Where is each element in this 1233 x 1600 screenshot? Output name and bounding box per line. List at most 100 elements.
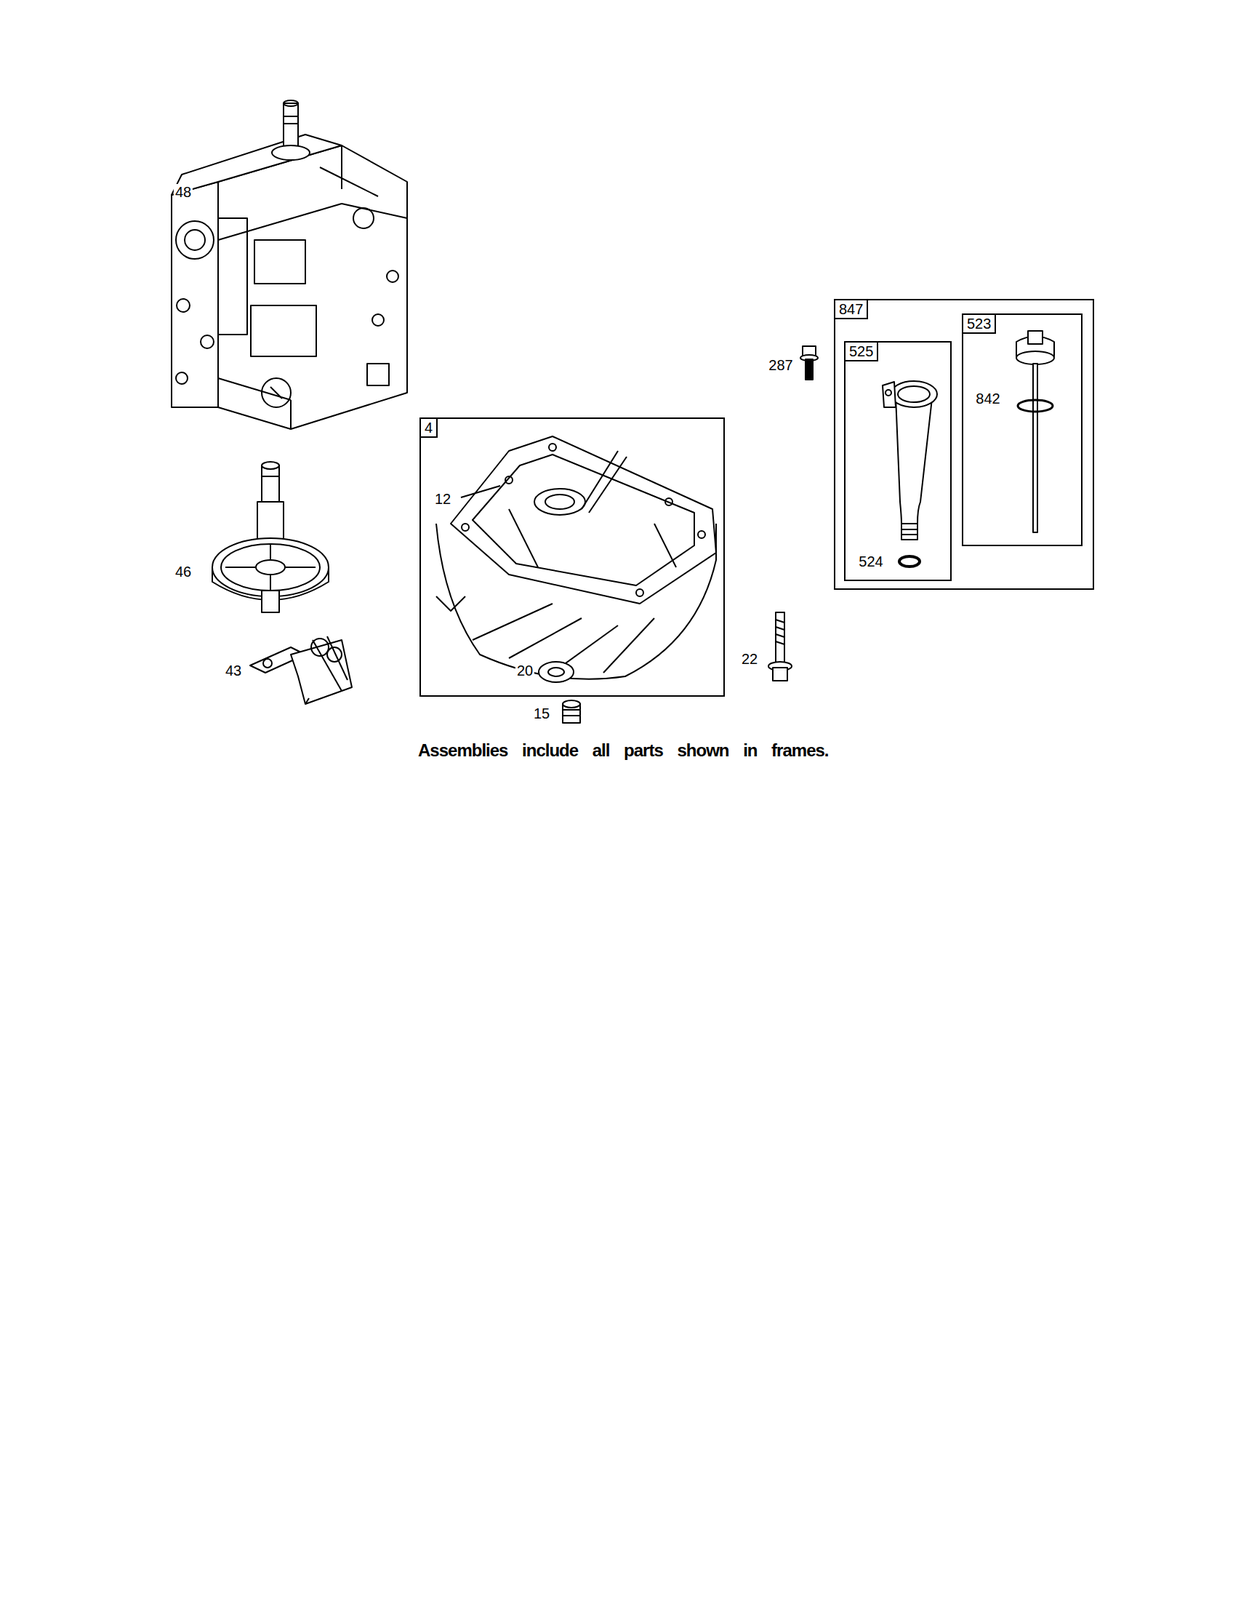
line-art xyxy=(882,381,896,408)
line-art xyxy=(885,389,892,396)
line-art xyxy=(581,450,618,509)
line-art xyxy=(897,386,930,403)
line-art xyxy=(654,523,677,568)
line-art xyxy=(775,612,785,665)
line-art xyxy=(176,298,190,312)
line-art xyxy=(1033,363,1038,533)
assembly-frame: 4 xyxy=(419,417,725,697)
line-art xyxy=(472,603,553,640)
callout-number: 20 xyxy=(515,662,535,679)
line-art xyxy=(283,115,299,118)
callout-number: 842 xyxy=(974,390,1002,407)
line-art xyxy=(212,537,329,597)
line-art xyxy=(461,523,469,531)
line-art xyxy=(175,221,214,259)
line-art xyxy=(775,619,785,623)
line-art xyxy=(505,476,513,484)
line-art xyxy=(341,203,408,219)
dipstick-tube xyxy=(882,380,938,540)
line-art xyxy=(312,639,342,691)
line-art xyxy=(271,145,310,160)
line-art xyxy=(775,641,785,645)
line-art xyxy=(1027,330,1043,344)
line-art xyxy=(171,100,1055,723)
line-art xyxy=(171,181,219,408)
line-art xyxy=(562,714,581,717)
line-art xyxy=(636,588,644,597)
callout-number: 48 xyxy=(173,183,193,200)
assembly-frame: 525 xyxy=(844,340,952,581)
callout-number: 46 xyxy=(173,563,193,580)
line-art xyxy=(269,574,272,591)
line-art xyxy=(218,203,342,240)
line-art xyxy=(538,661,574,682)
line-art xyxy=(225,566,256,568)
line-art xyxy=(386,270,399,283)
line-art xyxy=(218,145,408,429)
callout-number: 22 xyxy=(740,650,759,667)
line-art xyxy=(221,543,320,591)
caption: Assemblies include all parts shown in fr… xyxy=(418,740,829,761)
line-art xyxy=(508,617,582,658)
line-art xyxy=(372,314,384,326)
line-art xyxy=(772,667,788,681)
dipstick xyxy=(1016,330,1055,533)
line-art xyxy=(562,700,581,708)
line-art xyxy=(175,372,188,384)
line-art xyxy=(665,497,673,506)
line-art xyxy=(327,647,342,662)
engine-block xyxy=(171,100,408,429)
assembly-number: 523 xyxy=(963,314,996,334)
callout-number: 43 xyxy=(223,662,243,679)
line-art xyxy=(255,559,285,575)
line-art xyxy=(1016,351,1055,365)
line-art xyxy=(890,380,938,408)
line-art xyxy=(283,100,299,107)
bolt xyxy=(768,612,792,681)
line-art xyxy=(697,530,706,538)
line-art xyxy=(184,229,206,251)
drain-plug xyxy=(562,700,581,723)
assembly-number: 4 xyxy=(420,418,438,438)
assembly-number: 847 xyxy=(835,300,869,320)
line-art xyxy=(450,436,717,604)
line-art xyxy=(588,456,627,513)
callout-number: 524 xyxy=(857,553,885,570)
line-art xyxy=(327,636,348,680)
line-art xyxy=(200,335,214,349)
line-art xyxy=(283,103,299,147)
callout-number: 12 xyxy=(433,490,453,507)
line-art xyxy=(290,639,352,704)
line-art xyxy=(283,122,299,125)
line-art xyxy=(263,658,272,668)
line-art xyxy=(775,633,785,637)
line-art xyxy=(901,528,918,530)
line-art xyxy=(775,626,785,630)
callout-number: 15 xyxy=(532,705,552,722)
line-art xyxy=(171,134,342,195)
line-art xyxy=(284,566,316,568)
line-art xyxy=(436,596,466,611)
line-art xyxy=(805,359,813,380)
leader-line xyxy=(460,485,501,498)
assembly-frame: 847 525 523 xyxy=(833,298,1095,590)
line-art xyxy=(367,363,389,386)
line-art xyxy=(290,399,292,429)
screw xyxy=(800,346,818,380)
line-art xyxy=(218,378,291,400)
line-art xyxy=(901,523,918,540)
line-art xyxy=(250,305,317,357)
camshaft-gear xyxy=(212,461,329,613)
line-art xyxy=(261,475,280,477)
line-art xyxy=(269,543,272,560)
line-art xyxy=(534,488,586,515)
line-art xyxy=(545,494,575,509)
o-ring xyxy=(899,556,920,567)
line-art xyxy=(603,617,655,673)
line-art xyxy=(261,461,280,469)
line-art xyxy=(508,508,538,568)
line-art xyxy=(1017,399,1053,412)
oil-seal xyxy=(538,661,574,682)
